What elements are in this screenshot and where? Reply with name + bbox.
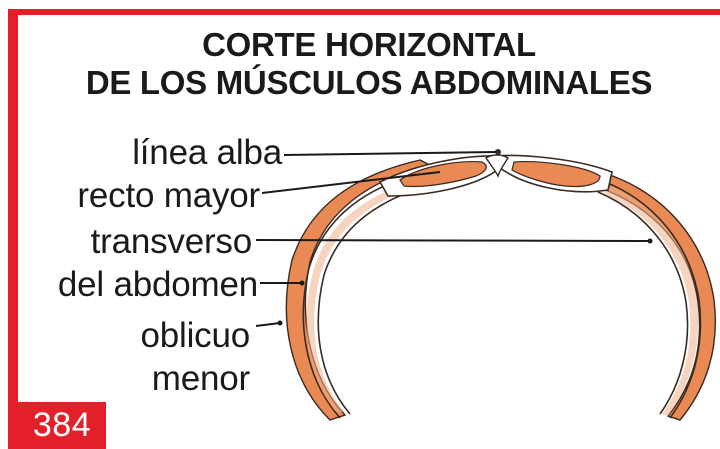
label-oblicuo: oblicuo — [20, 316, 250, 356]
page-number-badge: 384 — [18, 402, 106, 449]
leader-del-abdomen-end — [300, 281, 305, 286]
leader-oblicuo — [256, 323, 280, 326]
label-linea-alba: línea alba — [60, 133, 282, 173]
leader-linea-alba — [284, 152, 496, 155]
leader-transverso — [256, 240, 650, 241]
leader-oblicuo-end — [278, 321, 283, 326]
label-del-abdomen: del abdomen — [20, 265, 258, 305]
label-transverso: transverso — [20, 222, 252, 262]
inner-muscle-right — [604, 186, 698, 416]
oblique-muscle-layer — [286, 160, 430, 420]
leader-transverso-end — [648, 239, 653, 244]
label-menor: menor — [20, 359, 250, 399]
inner-layer-left — [318, 182, 440, 414]
label-recto-mayor: recto mayor — [20, 176, 260, 216]
